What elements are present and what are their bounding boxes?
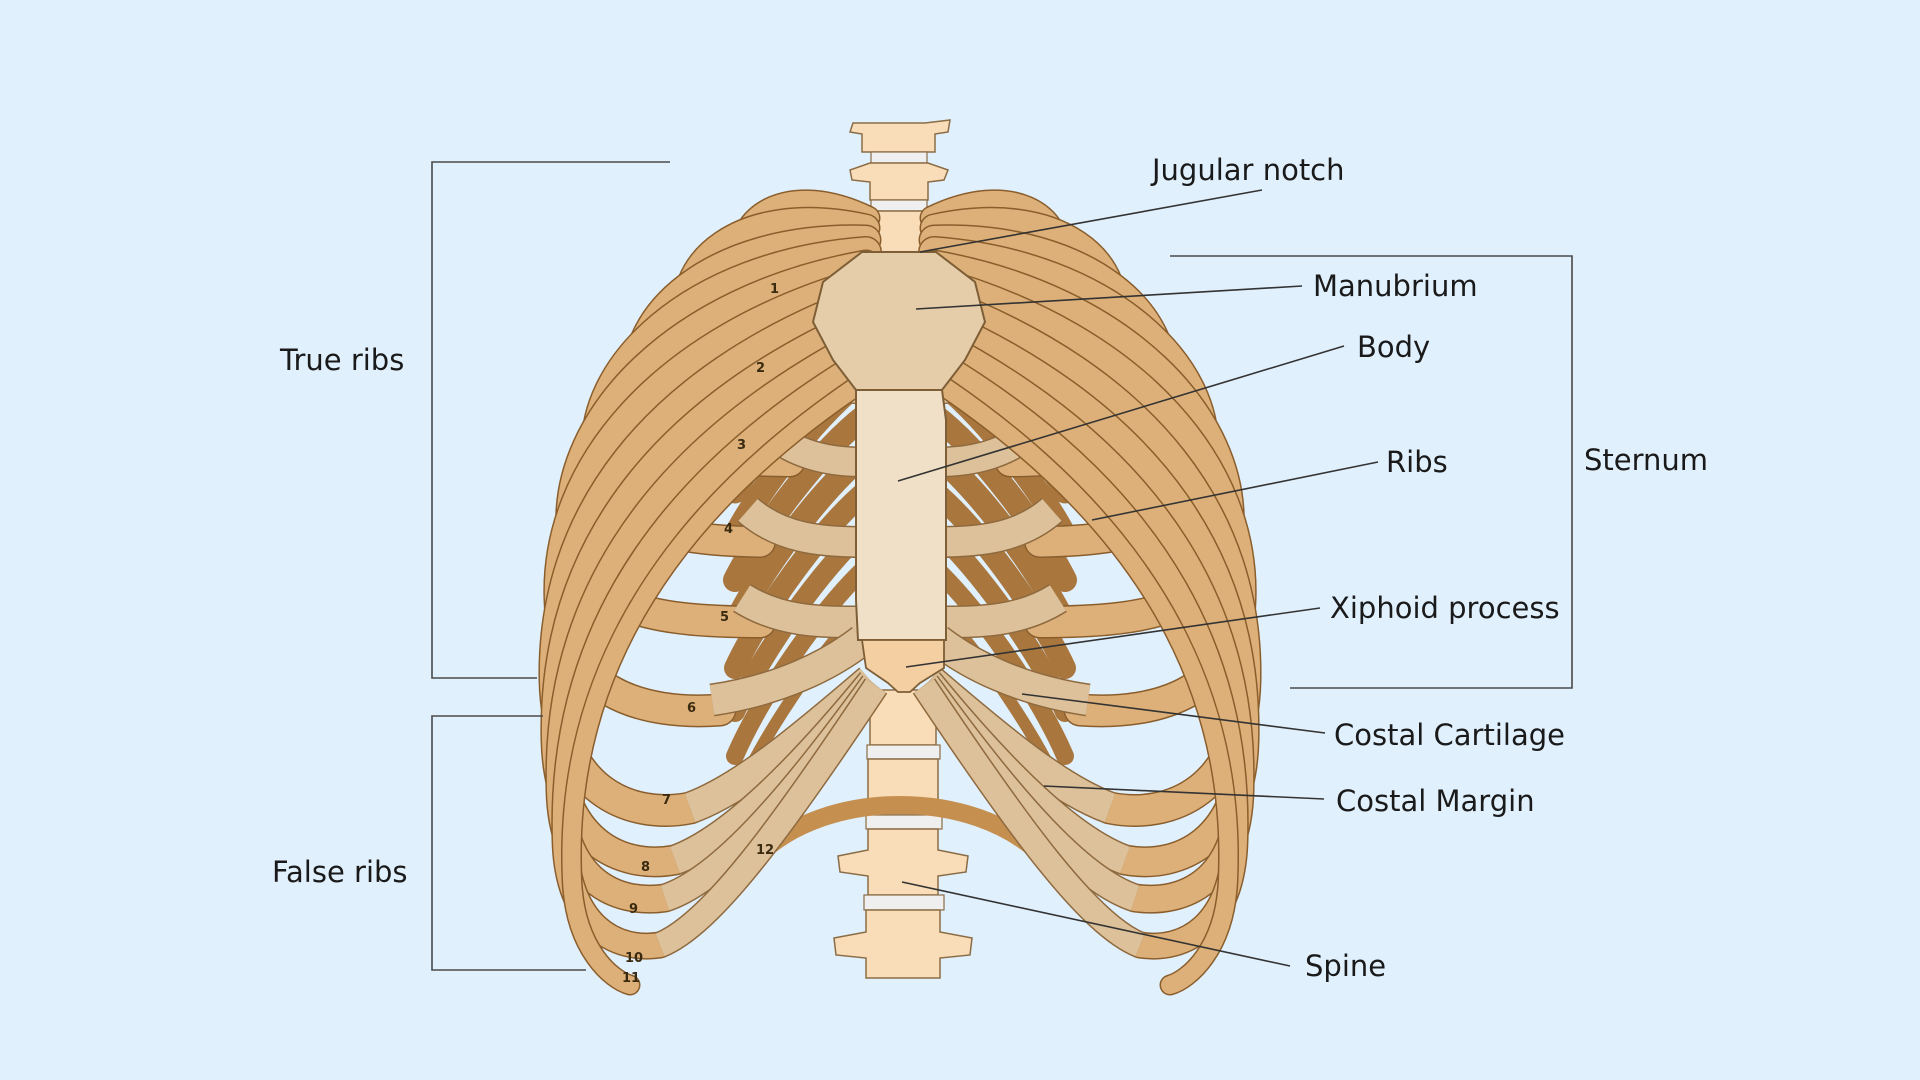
costal-cartilage-6-right <box>928 628 1091 715</box>
costal-cartilage-leader <box>1021 693 1326 734</box>
label-true-ribs: True ribs <box>279 343 404 377</box>
spine-leader <box>901 881 1291 967</box>
sternum-bracket <box>1170 255 1573 689</box>
xiphoid-process <box>860 639 945 693</box>
intervertebral-disc <box>865 814 943 830</box>
posterior-rib-right <box>923 480 1076 679</box>
vertebra <box>833 909 973 979</box>
intervertebral-disc <box>863 894 945 911</box>
label-spine: Spine <box>1305 949 1386 983</box>
label-jugular-notch: Jugular notch <box>1150 153 1345 187</box>
false-ribs-bracket <box>431 715 586 971</box>
rib-number-1: 1 <box>770 282 779 297</box>
rib-number-11: 11 <box>622 971 640 986</box>
rib-number-7: 7 <box>662 793 671 808</box>
leader-lines <box>897 189 1379 967</box>
label-costal-cartilage: Costal Cartilage <box>1334 718 1565 752</box>
manubrium-leader <box>915 285 1303 310</box>
rib-number-8: 8 <box>641 860 650 875</box>
sternum <box>811 251 987 693</box>
rib-11-left <box>562 371 875 994</box>
rib-number-5: 5 <box>720 610 729 625</box>
label-ribs: Ribs <box>1386 445 1448 479</box>
label-xiphoid-process: Xiphoid process <box>1330 591 1560 625</box>
costal-margin-leader <box>1043 785 1325 800</box>
intervertebral-disc <box>870 151 928 164</box>
costal-cartilage-6-left <box>709 628 872 715</box>
label-sternum: Sternum <box>1584 443 1708 477</box>
rib-10-left <box>552 348 878 958</box>
xiphoid-process-leader <box>905 607 1321 668</box>
rib-number-3: 3 <box>737 438 746 453</box>
posterior-rib-left <box>723 403 878 592</box>
vertebra <box>849 119 951 153</box>
costal-cartilage-5-left <box>733 585 863 637</box>
rib-12 <box>743 795 1057 871</box>
rib-number-4: 4 <box>724 522 733 537</box>
body-leader <box>897 345 1345 482</box>
sternum-body <box>855 389 947 641</box>
costal-cartilage-10-left <box>655 679 886 957</box>
label-body: Body <box>1357 330 1430 364</box>
posterior-rib-right <box>922 403 1077 592</box>
costal-cartilage-4-left <box>738 498 863 557</box>
ribs-leader <box>1091 461 1379 521</box>
rib-number-12: 12 <box>756 843 774 858</box>
costal-cartilage-4-right <box>937 498 1062 557</box>
rib-number-10: 10 <box>625 951 643 966</box>
rib-number-9: 9 <box>629 902 638 917</box>
costal-cartilage-10-right <box>914 679 1145 957</box>
rib-number-labels: 1 2 3 4 5 6 7 8 9 10 11 12 <box>622 282 779 986</box>
rib-10-right <box>922 348 1248 958</box>
intervertebral-disc <box>870 199 928 212</box>
posterior-rib-left <box>724 480 877 679</box>
vertebra <box>849 162 949 201</box>
rib-number-2: 2 <box>756 361 765 376</box>
rib-11-right <box>925 371 1238 994</box>
label-costal-margin: Costal Margin <box>1336 784 1535 818</box>
label-manubrium: Manubrium <box>1313 269 1478 303</box>
anterior-ribs <box>538 189 1262 996</box>
rib-number-6: 6 <box>687 701 696 716</box>
vertebra <box>837 828 969 896</box>
costal-cartilage-5-right <box>937 585 1067 637</box>
labels: Jugular notch Manubrium Body Ribs Sternu… <box>272 153 1708 983</box>
posterior-rib-right <box>925 558 1074 765</box>
posterior-rib-left <box>726 558 875 765</box>
true-ribs-bracket <box>431 161 670 679</box>
label-false-ribs: False ribs <box>272 855 408 889</box>
jugular-notch-leader <box>919 189 1263 253</box>
intervertebral-disc <box>866 744 941 760</box>
